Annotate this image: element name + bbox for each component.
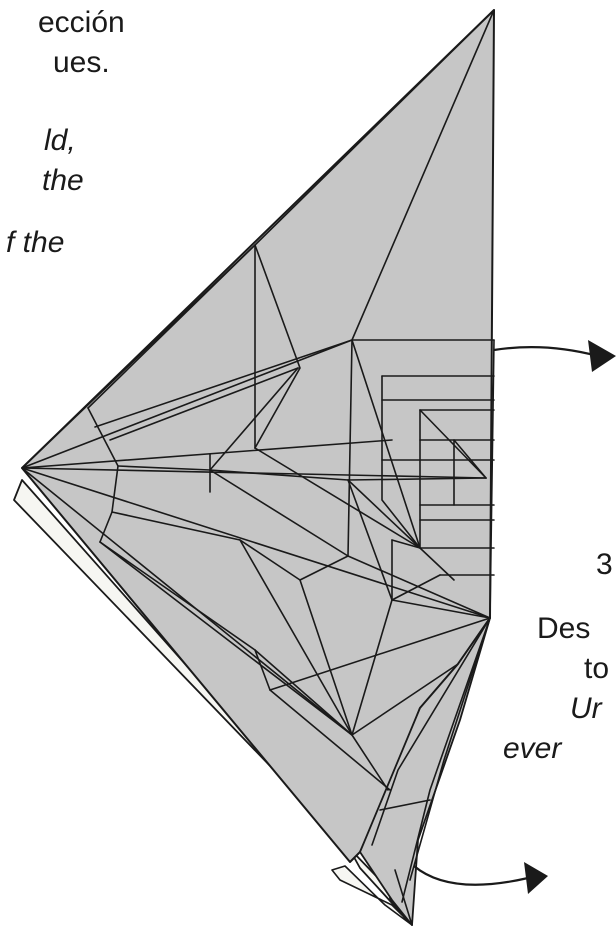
arrow-lower-head [524, 862, 548, 894]
arrow-lower-shaft [414, 866, 528, 885]
arrow-upper-head [588, 340, 616, 372]
arrow-right-icon [414, 862, 548, 894]
arrow-right-icon [494, 340, 616, 372]
arrow-upper-shaft [494, 347, 598, 356]
